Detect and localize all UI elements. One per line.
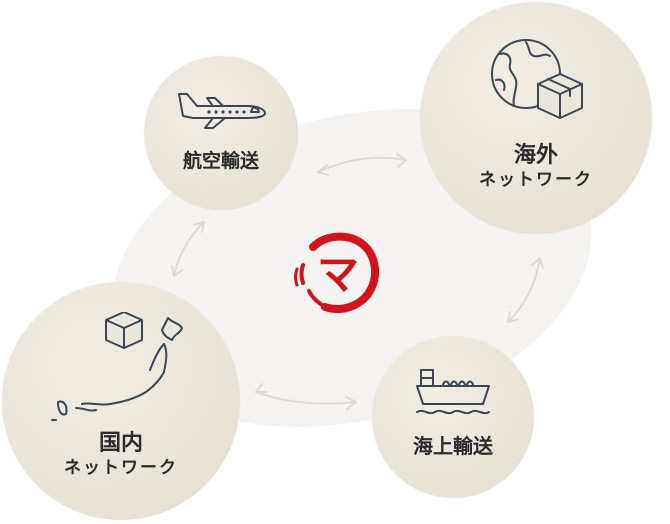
label-overseas-line1: 海外 bbox=[513, 143, 558, 168]
label-overseas-network: 海外 ネットワーク bbox=[420, 142, 652, 191]
japan-map-and-box-icon bbox=[51, 312, 183, 421]
label-domestic-network: 国内 ネットワーク bbox=[2, 430, 240, 479]
node-overseas-network: 海外 ネットワーク bbox=[420, 2, 652, 234]
label-domestic-line2: ネットワーク bbox=[64, 457, 178, 478]
cargo-ship-icon bbox=[416, 369, 490, 415]
arrow-sea-domestic bbox=[255, 383, 357, 410]
arrow-domestic-air bbox=[171, 221, 205, 277]
label-domestic-line1: 国内 bbox=[98, 431, 143, 456]
label-overseas-line2: ネットワーク bbox=[479, 169, 593, 190]
node-domestic-network: 国内 ネットワーク bbox=[2, 282, 240, 520]
airplane-icon bbox=[178, 93, 266, 129]
node-sea-transport: 海上輸送 bbox=[372, 336, 534, 498]
globe-and-box-icon bbox=[491, 39, 583, 119]
node-air-transport: 航空輸送 bbox=[144, 56, 298, 210]
label-air-transport: 航空輸送 bbox=[182, 150, 259, 172]
label-sea-transport: 海上輸送 bbox=[413, 434, 493, 458]
arrow-overseas-sea bbox=[507, 257, 544, 323]
arrow-air-overseas bbox=[317, 153, 407, 176]
logo-glyph: マ bbox=[317, 250, 359, 299]
center-logo: マ bbox=[294, 232, 380, 313]
